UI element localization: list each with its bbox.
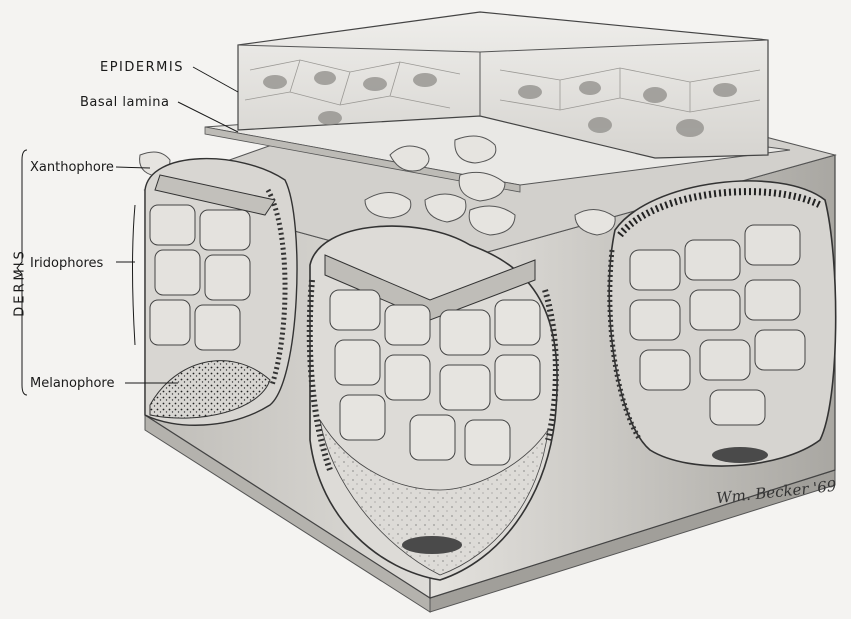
chromatophore-unit-left (145, 159, 297, 426)
melanophore-label: Melanophore (30, 376, 115, 391)
basal-lamina-label: Basal lamina (80, 95, 169, 110)
dermis-label: DERMIS (13, 243, 28, 323)
iridophores-label: Iridophores (30, 256, 103, 271)
chromatophore-unit-right (609, 181, 835, 466)
epidermis-label: EPIDERMIS (100, 60, 184, 75)
xanthophore-label: Xanthophore (30, 160, 114, 175)
